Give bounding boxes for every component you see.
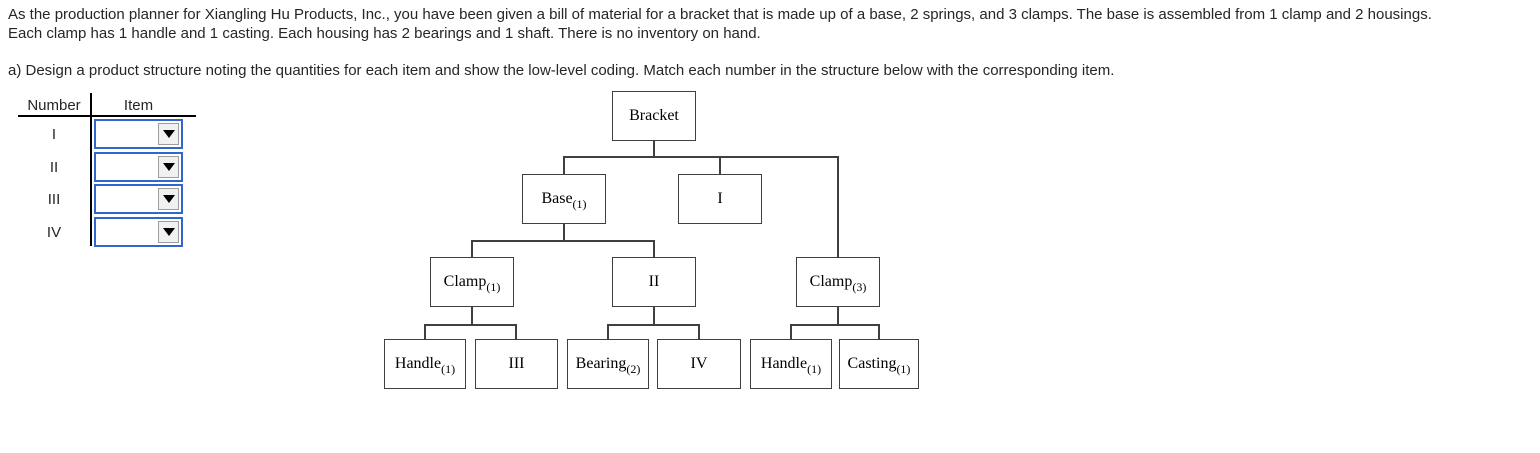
- node-label: Base: [541, 190, 573, 207]
- node-bearing: Bearing(2): [567, 339, 649, 389]
- item-select-I[interactable]: [94, 119, 183, 149]
- triangle-down-glyph: [162, 228, 175, 236]
- tree-connector: [471, 307, 473, 324]
- item-select-II[interactable]: [94, 152, 183, 182]
- node-quantity: (1): [572, 196, 587, 211]
- tree-connector: [653, 307, 655, 324]
- node-handle-right: Handle(1): [750, 339, 832, 389]
- row-number-label: II: [49, 159, 59, 176]
- item-column-header: Item: [123, 97, 154, 114]
- tree-connector: [471, 240, 655, 242]
- node-blank-II: II: [612, 257, 696, 307]
- tree-connector: [790, 324, 880, 326]
- tree-connector: [698, 324, 700, 339]
- node-blank-III: III: [475, 339, 558, 389]
- number-column-header: Number: [27, 97, 81, 114]
- dropdown-arrow-icon[interactable]: [158, 188, 179, 210]
- tree-connector: [515, 324, 517, 339]
- node-quantity: (2): [626, 361, 641, 376]
- triangle-down-glyph: [162, 163, 175, 171]
- tree-connector: [837, 156, 839, 258]
- tree-connector: [563, 156, 839, 158]
- node-label: Clamp: [443, 273, 487, 290]
- table-column-divider: [90, 93, 92, 246]
- node-label: I: [717, 190, 723, 207]
- dropdown-arrow-icon[interactable]: [158, 156, 179, 178]
- tree-connector: [471, 240, 473, 257]
- node-quantity: (3): [852, 279, 867, 294]
- tree-connector: [424, 324, 517, 326]
- node-quantity: (1): [896, 361, 911, 376]
- node-label: Clamp: [809, 273, 853, 290]
- node-quantity: (1): [807, 361, 822, 376]
- tree-connector: [607, 324, 700, 326]
- problem-statement: As the production planner for Xiangling …: [8, 6, 1432, 42]
- row-number-label: IV: [46, 224, 62, 241]
- triangle-down-glyph: [162, 130, 175, 138]
- node-clamp-1: Clamp(1): [430, 257, 514, 307]
- node-clamp-3: Clamp(3): [796, 257, 880, 307]
- row-number-label: III: [47, 191, 61, 208]
- tree-connector: [563, 156, 565, 174]
- tree-connector: [653, 240, 655, 257]
- tree-connector: [837, 307, 839, 324]
- node-label: Bracket: [629, 107, 679, 124]
- item-select-IV[interactable]: [94, 217, 183, 247]
- node-base: Base(1): [522, 174, 606, 224]
- node-blank-IV: IV: [657, 339, 741, 389]
- row-number-label: I: [51, 126, 57, 143]
- node-blank-I: I: [678, 174, 762, 224]
- node-handle-left: Handle(1): [384, 339, 466, 389]
- node-quantity: (1): [486, 279, 501, 294]
- node-bracket: Bracket: [612, 91, 696, 141]
- node-label: Bearing: [575, 355, 627, 372]
- tree-connector: [424, 324, 426, 339]
- node-casting: Casting(1): [839, 339, 919, 389]
- node-label: IV: [690, 355, 708, 372]
- table-header-underline: [18, 115, 196, 117]
- part-a-instruction: a) Design a product structure noting the…: [8, 62, 1115, 79]
- tree-connector: [607, 324, 609, 339]
- node-label: II: [648, 273, 660, 290]
- triangle-down-glyph: [162, 195, 175, 203]
- node-label: III: [508, 355, 525, 372]
- node-label: Casting: [847, 355, 897, 372]
- tree-connector: [790, 324, 792, 339]
- node-label: Handle: [760, 355, 808, 372]
- node-quantity: (1): [441, 361, 456, 376]
- dropdown-arrow-icon[interactable]: [158, 221, 179, 243]
- tree-connector: [719, 156, 721, 174]
- node-label: Handle: [394, 355, 442, 372]
- tree-connector: [653, 141, 655, 156]
- tree-connector: [878, 324, 880, 339]
- tree-connector: [563, 224, 565, 240]
- dropdown-arrow-icon[interactable]: [158, 123, 179, 145]
- item-select-III[interactable]: [94, 184, 183, 214]
